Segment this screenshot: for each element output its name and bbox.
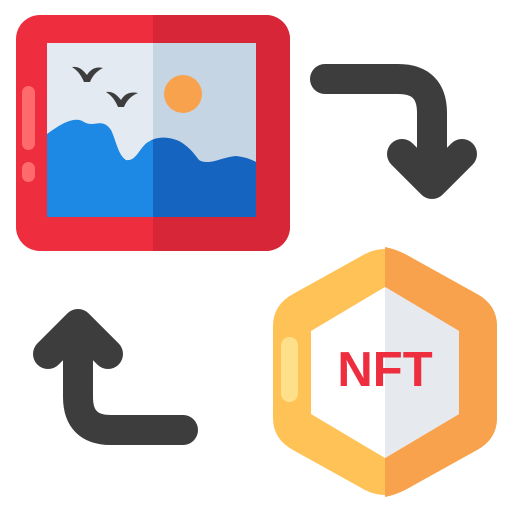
frame-highlight bbox=[22, 86, 35, 150]
hexagon-inner-shade bbox=[385, 287, 459, 458]
water-left bbox=[47, 119, 153, 217]
arrow-down-right-icon bbox=[310, 64, 477, 199]
hexagon-badge-icon: NFT bbox=[273, 247, 497, 497]
arrow-up-shaft bbox=[63, 318, 198, 445]
nft-badge-label: NFT bbox=[337, 343, 432, 397]
water-right bbox=[150, 137, 256, 217]
arrow-up-left-icon bbox=[33, 309, 198, 445]
arrow-down-head bbox=[387, 139, 477, 199]
hexagon-highlight bbox=[281, 337, 298, 402]
bird-icon bbox=[72, 66, 103, 82]
bird-icon bbox=[106, 91, 138, 107]
sun-icon bbox=[164, 75, 202, 113]
mountain-landscape-icon bbox=[47, 119, 256, 217]
picture-content bbox=[47, 43, 256, 217]
arrow-up-head bbox=[33, 309, 123, 369]
arrow-down-shaft bbox=[310, 64, 447, 195]
frame-highlight-small bbox=[22, 162, 35, 182]
